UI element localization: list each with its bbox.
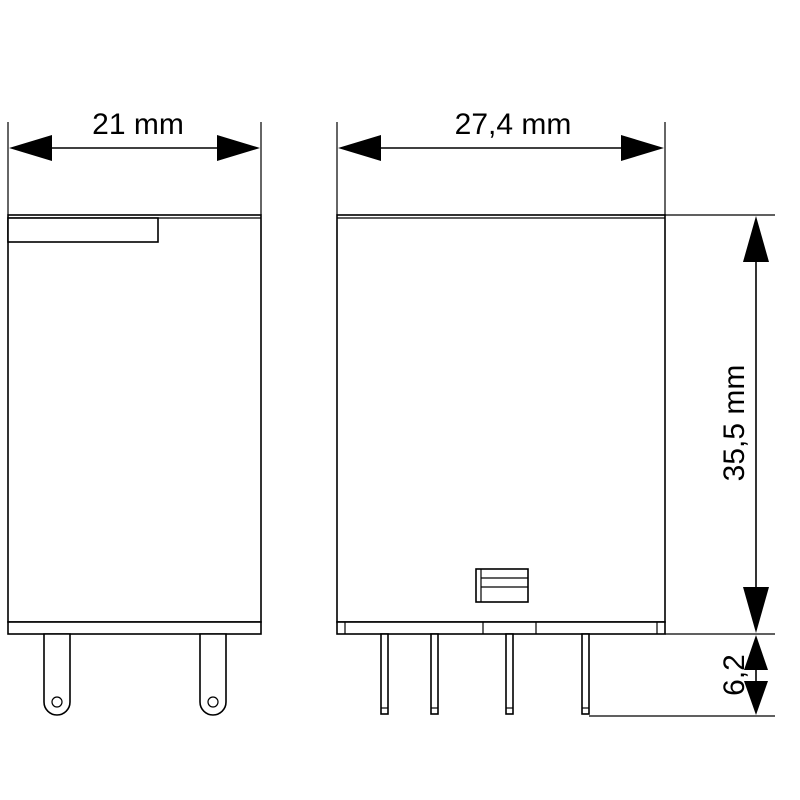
side-pin-3 bbox=[505, 633, 514, 715]
front-width-dimension: 21 mm bbox=[9, 108, 260, 161]
front-width-arrow-right bbox=[217, 135, 260, 161]
height-dimensions: 35,5 mm 6,2 bbox=[589, 214, 775, 717]
front-view: 21 mm bbox=[7, 108, 262, 716]
pin-length-arrow-top bbox=[744, 635, 768, 670]
side-width-arrow-left bbox=[338, 135, 381, 161]
side-width-arrow-right bbox=[621, 135, 664, 161]
front-pin-right bbox=[199, 633, 227, 716]
body-height-arrow-top bbox=[743, 216, 769, 262]
front-width-arrow-left bbox=[9, 135, 52, 161]
front-pin-left bbox=[43, 633, 71, 716]
pin-length-dimension: 6,2 bbox=[718, 635, 768, 715]
side-view: 27,4 mm bbox=[336, 108, 666, 715]
side-base-plate bbox=[336, 621, 666, 635]
side-pin-1 bbox=[380, 633, 389, 715]
side-relay-body bbox=[336, 214, 666, 623]
body-height-arrow-bottom bbox=[743, 587, 769, 633]
front-label-tab bbox=[7, 217, 159, 243]
side-width-dimension: 27,4 mm bbox=[338, 108, 664, 161]
pin-length-arrow-bottom bbox=[744, 681, 768, 715]
side-pin-2 bbox=[430, 633, 439, 715]
body-height-dimension: 35,5 mm bbox=[718, 216, 769, 633]
front-width-label: 21 mm bbox=[92, 108, 184, 141]
pin-length-label: 6,2 bbox=[718, 654, 751, 696]
side-pin-4 bbox=[581, 633, 590, 715]
side-latch-window bbox=[475, 568, 529, 603]
side-width-label: 27,4 mm bbox=[455, 108, 572, 141]
front-base-plate bbox=[7, 621, 262, 635]
front-relay-body bbox=[7, 214, 262, 623]
body-height-label: 35,5 mm bbox=[718, 365, 751, 482]
